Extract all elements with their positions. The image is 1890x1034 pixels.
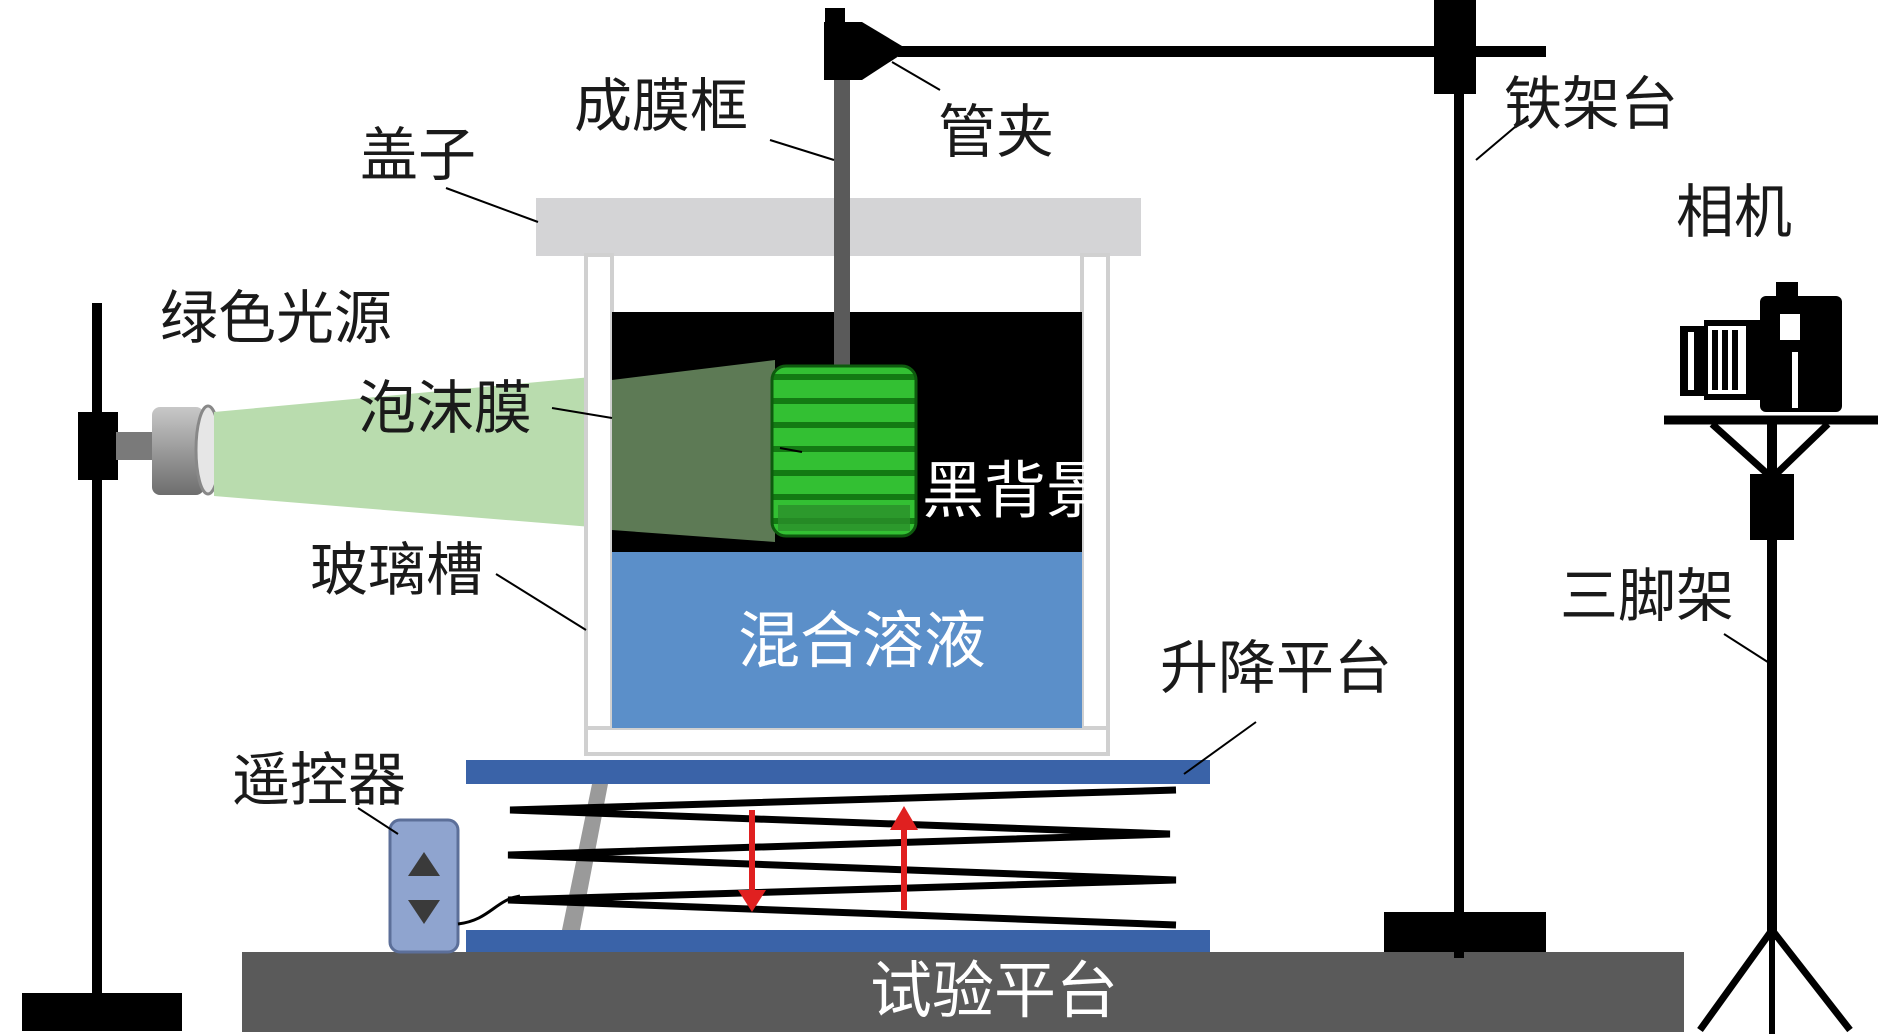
mixed-solution <box>612 552 1082 728</box>
glass-tank <box>584 253 1110 756</box>
camera-icon <box>1680 282 1842 412</box>
green-light-label: 绿色光源 <box>160 284 392 352</box>
scissor-mechanism <box>507 786 1177 929</box>
light-source-icon <box>116 404 222 496</box>
test-platform <box>242 952 1684 1032</box>
black-background-label: 黑背景 <box>922 454 1108 527</box>
light-stand <box>22 303 182 1031</box>
pipe-clamp-label: 管夹 <box>938 98 1054 166</box>
leader-lines <box>357 61 1775 835</box>
beam-overlay <box>612 360 775 542</box>
iron-stand-label: 铁架台 <box>1504 70 1678 138</box>
glass-tank-label: 玻璃槽 <box>310 536 484 604</box>
lift-platform-top <box>466 760 1210 784</box>
down-arrow-icon <box>738 810 766 912</box>
film-frame-label: 成膜框 <box>574 72 748 140</box>
remote-label: 遥控器 <box>232 746 406 814</box>
test-platform-label: 试验平台 <box>870 954 1118 1027</box>
lid-label: 盖子 <box>360 121 476 189</box>
mixed-solution-label: 混合溶液 <box>738 604 986 677</box>
lift-platform-bottom <box>466 930 1210 952</box>
foam-film-label: 泡沫膜 <box>358 374 532 442</box>
tripod-label: 三脚架 <box>1560 562 1734 630</box>
lift-platform-label: 升降平台 <box>1160 634 1392 702</box>
pipe-clamp <box>824 8 1546 80</box>
film-frame-rod <box>834 58 850 372</box>
up-arrow-icon <box>890 806 918 910</box>
tripod-head <box>1750 474 1794 540</box>
camera-label: 相机 <box>1676 178 1792 246</box>
remote-control-icon <box>388 818 521 954</box>
iron-stand <box>1384 0 1546 958</box>
foam-film <box>770 364 918 538</box>
